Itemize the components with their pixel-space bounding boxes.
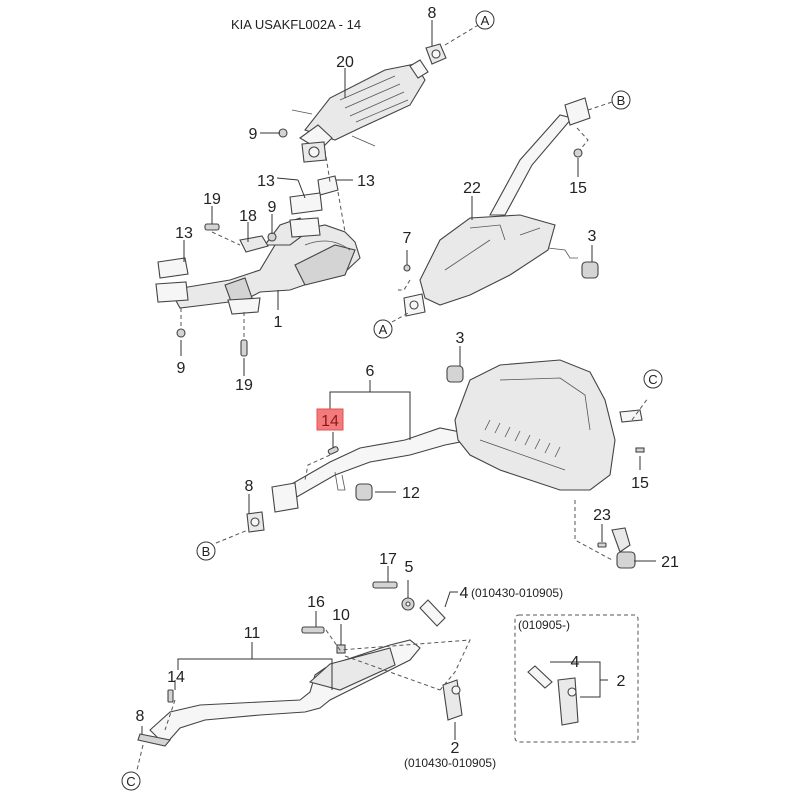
callout-22[interactable]: 22 xyxy=(463,180,481,197)
part-7-nut[interactable] xyxy=(403,264,411,272)
part-5-washer[interactable] xyxy=(401,597,415,611)
part-2-hanger-lower[interactable] xyxy=(442,679,463,721)
connector-b-mid[interactable]: B xyxy=(196,541,216,561)
callout-20[interactable]: 20 xyxy=(336,54,354,71)
svg-text:C: C xyxy=(126,774,135,789)
callout-2-lower[interactable]: 2 xyxy=(451,740,460,757)
part-17-bolt[interactable] xyxy=(372,581,398,589)
callout-13-right[interactable]: 13 xyxy=(357,173,375,190)
callout-11[interactable]: 11 xyxy=(244,625,261,642)
part-12-hanger[interactable] xyxy=(355,483,373,501)
callout-16[interactable]: 16 xyxy=(307,594,325,611)
part-20-catalytic-converter[interactable] xyxy=(291,59,429,151)
callout-12[interactable]: 12 xyxy=(402,485,420,502)
callout-4-main[interactable]: 4 xyxy=(460,585,469,602)
callout-9-top[interactable]: 9 xyxy=(249,126,258,143)
callout-19-top[interactable]: 19 xyxy=(203,191,221,208)
callout-10[interactable]: 10 xyxy=(332,607,350,624)
svg-text:A: A xyxy=(481,13,490,28)
callout-5[interactable]: 5 xyxy=(405,559,414,576)
callout-3-upper[interactable]: 3 xyxy=(588,228,597,245)
svg-text:A: A xyxy=(379,322,388,337)
connector-b-top[interactable]: B xyxy=(611,90,631,110)
callout-2-inset[interactable]: 2 xyxy=(617,673,626,690)
callout-1[interactable]: 1 xyxy=(274,314,283,331)
callout-6[interactable]: 6 xyxy=(366,363,375,380)
part-6-center-pipe-muffler[interactable] xyxy=(271,359,643,513)
part-18-bracket[interactable] xyxy=(239,235,269,253)
part-23-bolt[interactable] xyxy=(597,542,607,548)
connector-c-bottom[interactable]: C xyxy=(121,771,141,791)
callout-8-mid[interactable]: 8 xyxy=(245,478,254,495)
part-9-nut-mid[interactable] xyxy=(267,232,277,242)
part-15-nut-upper[interactable] xyxy=(573,148,583,158)
callout-7[interactable]: 7 xyxy=(403,230,412,247)
part-16-bolt[interactable] xyxy=(301,626,325,634)
callout-21[interactable]: 21 xyxy=(661,554,679,571)
part-11-tail-pipe[interactable] xyxy=(137,639,421,747)
connector-c-mid[interactable]: C xyxy=(643,369,663,389)
part-10-clip[interactable] xyxy=(336,644,346,654)
callout-9-mid[interactable]: 9 xyxy=(268,199,277,216)
highlight-box xyxy=(316,408,344,431)
part-19-bolt-top[interactable] xyxy=(204,223,220,231)
part-8-gasket-top[interactable] xyxy=(425,43,447,65)
part-22-center-muffler[interactable] xyxy=(403,97,591,317)
callout-14-highlighted[interactable]: 14 xyxy=(316,408,344,431)
inset-box xyxy=(514,614,639,743)
callout-8-bottom[interactable]: 8 xyxy=(136,708,145,725)
callout-4-inset[interactable]: 4 xyxy=(571,654,580,671)
svg-text:B: B xyxy=(202,544,211,559)
callout-2-lower-range: (010430-010905) xyxy=(404,756,496,770)
part-3-hanger-upper[interactable] xyxy=(581,261,599,279)
part-9-nut-bottom[interactable] xyxy=(176,328,186,338)
callout-labels: 8 20 9 13 13 19 18 9 13 1 9 19 22 15 7 3… xyxy=(136,5,679,770)
part-4-bushing[interactable] xyxy=(419,599,446,627)
callout-13-left[interactable]: 13 xyxy=(175,225,193,242)
svg-text:C: C xyxy=(648,372,657,387)
part-3-hanger-mid[interactable] xyxy=(446,365,464,383)
callout-19-bottom[interactable]: 19 xyxy=(235,377,253,394)
part-14-bolt-lower[interactable] xyxy=(167,689,174,703)
part-19-bolt-bottom[interactable] xyxy=(240,339,248,357)
inset-part-4-bushing[interactable] xyxy=(527,665,553,689)
inset-box-label: (010905-) xyxy=(518,618,570,632)
diagram-title: KIA USAKFL002A - 14 xyxy=(231,17,361,32)
callout-13-center[interactable]: 13 xyxy=(257,173,275,190)
inset-part-2-hanger[interactable] xyxy=(557,677,579,726)
callout-15-upper[interactable]: 15 xyxy=(569,180,587,197)
callout-3-mid[interactable]: 3 xyxy=(456,330,465,347)
callout-23[interactable]: 23 xyxy=(593,507,611,524)
gasket-under-20[interactable] xyxy=(301,141,327,163)
svg-text:B: B xyxy=(617,93,626,108)
callout-17[interactable]: 17 xyxy=(379,551,397,568)
part-9-nut-top[interactable] xyxy=(278,128,288,138)
part-21-hanger-bracket[interactable] xyxy=(611,527,636,569)
connector-a-mid[interactable]: A xyxy=(373,319,393,339)
callout-15-lower[interactable]: 15 xyxy=(631,475,649,492)
part-1-front-pipe[interactable] xyxy=(155,175,361,315)
part-14-bolt-highlighted[interactable] xyxy=(327,446,339,455)
callout-8-top[interactable]: 8 xyxy=(428,5,437,22)
leader-lines xyxy=(141,20,656,740)
callout-18[interactable]: 18 xyxy=(239,208,257,225)
callout-9-bottom[interactable]: 9 xyxy=(177,360,186,377)
part-8-gasket-mid[interactable] xyxy=(246,511,265,533)
connector-a-top[interactable]: A xyxy=(475,10,495,30)
part-15-nut-lower[interactable] xyxy=(635,447,645,453)
dashed-assembly-lines xyxy=(136,23,649,771)
callout-4-range: (010430-010905) xyxy=(471,586,563,600)
callout-14-highlighted-label: 14 xyxy=(321,413,339,430)
callout-14-lower[interactable]: 14 xyxy=(167,669,185,686)
